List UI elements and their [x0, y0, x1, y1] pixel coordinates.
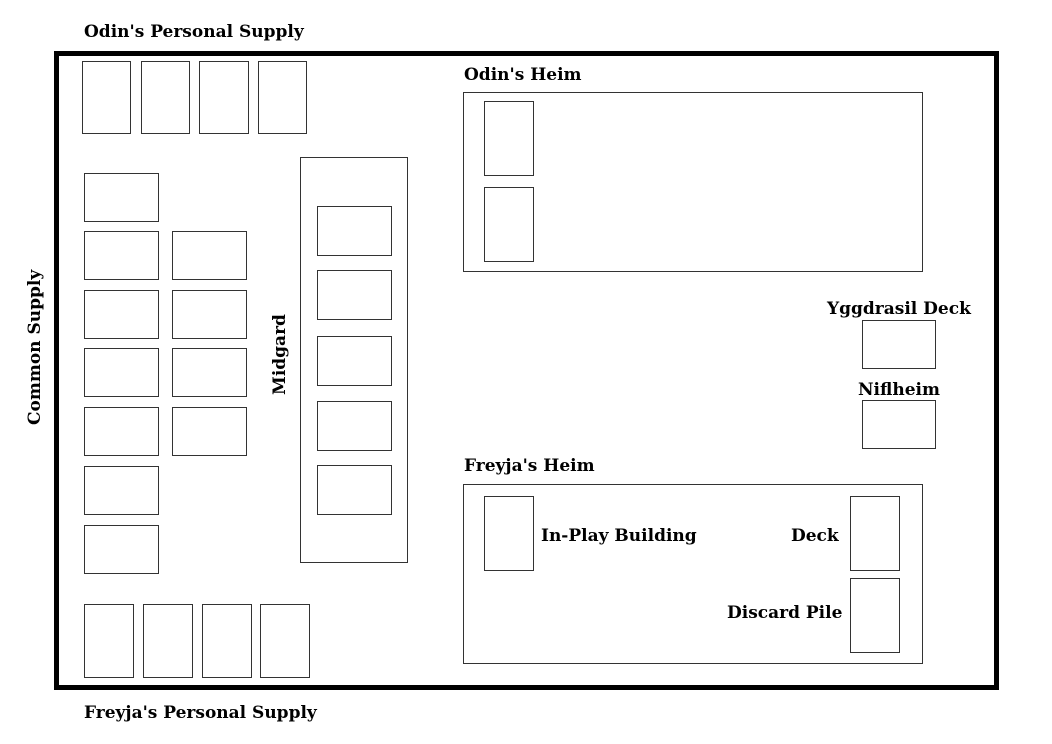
common-supply-slot — [84, 466, 159, 515]
common-supply-slot — [84, 231, 159, 280]
in-play-building-label: In-Play Building — [541, 526, 697, 546]
common-supply-slot — [84, 348, 159, 397]
freyjas-heim-zone — [463, 484, 923, 664]
common-supply-slot — [84, 525, 159, 574]
discard-pile-label: Discard Pile — [727, 603, 843, 623]
midgard-slot — [317, 336, 392, 386]
midgard-slot — [317, 465, 392, 515]
midgard-label: Midgard — [270, 314, 290, 395]
common-supply-slot — [172, 348, 247, 397]
game-board — [54, 51, 999, 690]
common-supply-slot — [84, 173, 159, 222]
odins-heim-slot — [484, 101, 534, 176]
niflheim-slot — [862, 400, 936, 449]
freyja-personal-supply-label: Freyja's Personal Supply — [84, 703, 317, 723]
midgard-slot — [317, 401, 392, 451]
common-supply-slot — [84, 407, 159, 456]
midgard-slot — [317, 270, 392, 320]
freyjas-heim-label: Freyja's Heim — [464, 456, 595, 476]
odins-heim-slot — [484, 187, 534, 262]
odin-supply-slot-4 — [258, 61, 307, 134]
odin-personal-supply-label: Odin's Personal Supply — [84, 22, 304, 42]
freyja-supply-slot-3 — [202, 604, 252, 678]
common-supply-slot — [172, 231, 247, 280]
midgard-slot — [317, 206, 392, 256]
common-supply-slot — [172, 407, 247, 456]
freyja-supply-slot-1 — [84, 604, 134, 678]
niflheim-label: Niflheim — [858, 380, 940, 400]
yggdrasil-deck-label: Yggdrasil Deck — [827, 299, 971, 319]
yggdrasil-deck-slot — [862, 320, 936, 369]
in-play-building-slot — [484, 496, 534, 571]
freyja-supply-slot-4 — [260, 604, 310, 678]
deck-label: Deck — [791, 526, 839, 546]
odin-supply-slot-1 — [82, 61, 131, 134]
common-supply-slot — [172, 290, 247, 339]
odins-heim-label: Odin's Heim — [464, 65, 582, 85]
freyja-supply-slot-2 — [143, 604, 193, 678]
common-supply-slot — [84, 290, 159, 339]
odin-supply-slot-2 — [141, 61, 190, 134]
deck-slot — [850, 496, 900, 571]
odin-supply-slot-3 — [199, 61, 249, 134]
discard-pile-slot — [850, 578, 900, 653]
common-supply-label: Common Supply — [25, 269, 45, 425]
odins-heim-zone — [463, 92, 923, 272]
